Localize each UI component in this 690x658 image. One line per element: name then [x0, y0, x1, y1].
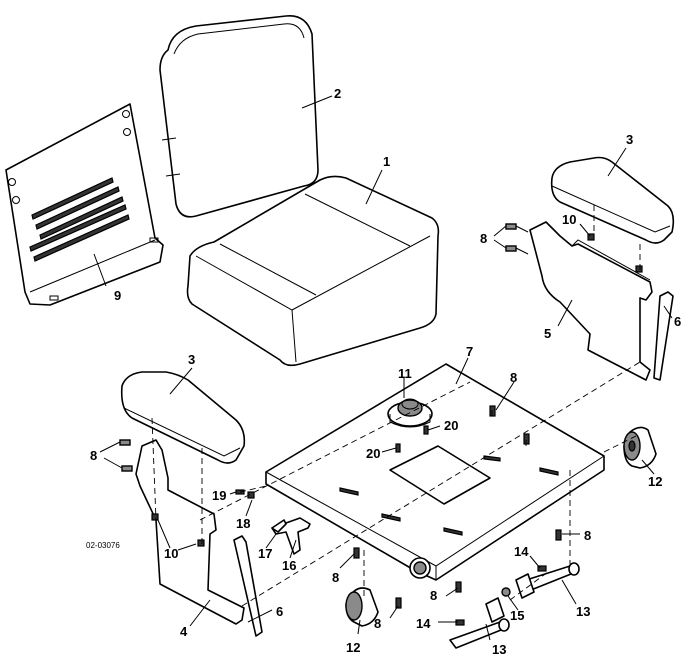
callout-9: 9	[114, 288, 121, 303]
callout-6: 6	[276, 604, 283, 619]
seat-plate	[265, 363, 605, 581]
seat-back	[159, 15, 319, 218]
back-cover	[5, 103, 164, 306]
callout-8: 8	[90, 448, 97, 463]
callout-8: 8	[510, 370, 517, 385]
callout-4: 4	[180, 624, 188, 639]
callout-14: 14	[416, 616, 431, 631]
armrest-left	[120, 371, 246, 464]
callout-5: 5	[544, 326, 551, 341]
callout-13: 13	[576, 604, 590, 619]
callout-14: 14	[514, 544, 529, 559]
hardware	[119, 223, 643, 626]
callout-19: 19	[212, 488, 226, 503]
callout-12: 12	[648, 474, 662, 489]
callout-8: 8	[584, 528, 591, 543]
armrest-bracket-left	[135, 439, 245, 625]
drawing-code: 02-03076	[86, 541, 120, 550]
callout-17: 17	[258, 546, 272, 561]
callout-20: 20	[444, 418, 458, 433]
callout-13: 13	[492, 642, 506, 657]
callout-1: 1	[383, 154, 390, 169]
callout-3: 3	[626, 132, 633, 147]
callout-8: 8	[430, 588, 437, 603]
callout-10: 10	[164, 546, 178, 561]
bolt-icon	[505, 223, 529, 255]
callout-labels: 1 2 3 3 4 5 6 6 7 8 8 8 8 8 8 8 9 10 10 …	[86, 86, 681, 657]
armrest-right	[550, 156, 675, 244]
leader-lines	[93, 95, 673, 641]
callout-18: 18	[236, 516, 250, 531]
hinge-shaft-left	[449, 597, 510, 649]
callout-15: 15	[510, 608, 524, 623]
callout-7: 7	[466, 344, 473, 359]
callout-12: 12	[346, 640, 360, 655]
clip	[271, 519, 287, 533]
callout-10: 10	[562, 212, 576, 227]
armrest-bracket-right	[529, 221, 653, 381]
alignment-lines	[151, 205, 641, 607]
seat-cushion	[186, 175, 440, 367]
callout-8: 8	[332, 570, 339, 585]
callout-2: 2	[334, 86, 341, 101]
callout-8: 8	[374, 616, 381, 631]
callout-16: 16	[282, 558, 296, 573]
bumper-left	[345, 587, 379, 627]
callout-8: 8	[480, 231, 487, 246]
callout-6: 6	[674, 314, 681, 329]
callout-20: 20	[366, 446, 380, 461]
pin-right	[653, 291, 674, 381]
bumper-right	[623, 426, 657, 469]
callout-3: 3	[188, 352, 195, 367]
callout-11: 11	[398, 366, 412, 381]
seat-switch	[387, 398, 433, 428]
